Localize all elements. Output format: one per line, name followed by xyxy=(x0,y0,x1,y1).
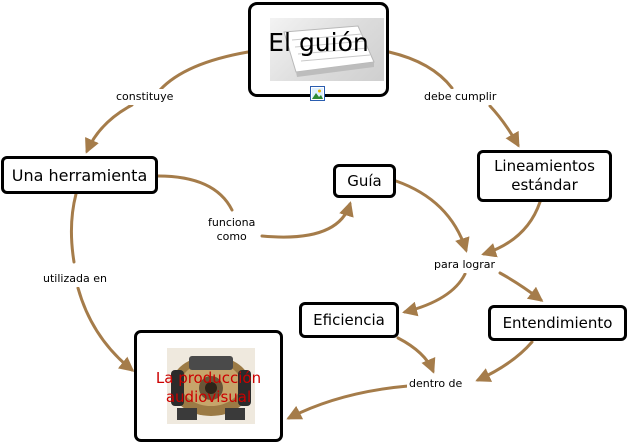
link-eficiencia-dentro xyxy=(396,336,436,374)
link-constituye-herramienta xyxy=(85,103,134,154)
node-una-herramienta-label: Una herramienta xyxy=(11,165,148,185)
node-entendimiento[interactable]: Entendimiento xyxy=(488,305,627,341)
phrase-funciona-como: funciona como xyxy=(206,215,258,245)
phrase-para-lograr: para lograr xyxy=(432,257,498,273)
node-lineamientos-estandar[interactable]: Lineamientos estándar xyxy=(477,150,612,202)
link-herramienta-utilizada xyxy=(69,192,78,264)
camera-photo-icon xyxy=(167,348,255,424)
link-paralograr-eficiencia xyxy=(402,272,467,317)
node-una-herramienta[interactable]: Una herramienta xyxy=(1,156,158,194)
phrase-utilizada-en: utilizada en xyxy=(41,271,109,287)
link-debecumplir-lineamientos xyxy=(488,104,520,148)
node-guia-label: Guía xyxy=(347,171,382,190)
link-guion-constituye xyxy=(158,50,250,92)
phrase-dentro-de: dentro de xyxy=(407,376,465,392)
link-guia-paralograr xyxy=(394,179,470,253)
link-herramienta-funciona xyxy=(156,174,234,212)
node-lineamientos-estandar-label: Lineamientos estándar xyxy=(494,157,595,194)
node-el-guion-label: El guión xyxy=(268,28,369,57)
link-funciona-guia xyxy=(260,201,354,239)
link-paralograr-entendimiento xyxy=(498,271,544,302)
phrase-para-lograr-text: para lograr xyxy=(434,258,496,271)
phrase-funciona-como-text: funciona como xyxy=(208,216,256,243)
node-eficiencia-label: Eficiencia xyxy=(313,310,385,329)
link-utilizada-produccion xyxy=(76,286,135,372)
node-produccion-audiovisual-label: La producción audiovisual xyxy=(155,369,262,406)
link-guion-debecumplir xyxy=(387,50,454,90)
phrase-debe-cumplir: debe cumplir xyxy=(422,89,499,105)
link-dentro-produccion xyxy=(286,384,410,420)
node-produccion-audiovisual[interactable]: La producción audiovisual xyxy=(134,330,283,442)
phrase-dentro-de-text: dentro de xyxy=(409,377,463,390)
node-eficiencia[interactable]: Eficiencia xyxy=(299,302,399,338)
phrase-constituye: constituye xyxy=(114,89,176,105)
link-entendimiento-dentro xyxy=(475,340,534,382)
image-resource-icon[interactable] xyxy=(310,86,325,101)
node-el-guion[interactable]: El guión xyxy=(248,2,389,97)
phrase-constituye-text: constituye xyxy=(116,90,174,103)
link-lineamientos-paralograr xyxy=(481,200,542,258)
node-entendimiento-label: Entendimiento xyxy=(502,313,613,332)
phrase-debe-cumplir-text: debe cumplir xyxy=(424,90,497,103)
phrase-utilizada-en-text: utilizada en xyxy=(43,272,107,285)
node-guia[interactable]: Guía xyxy=(333,164,396,198)
script-thumbnail-image xyxy=(270,18,384,81)
